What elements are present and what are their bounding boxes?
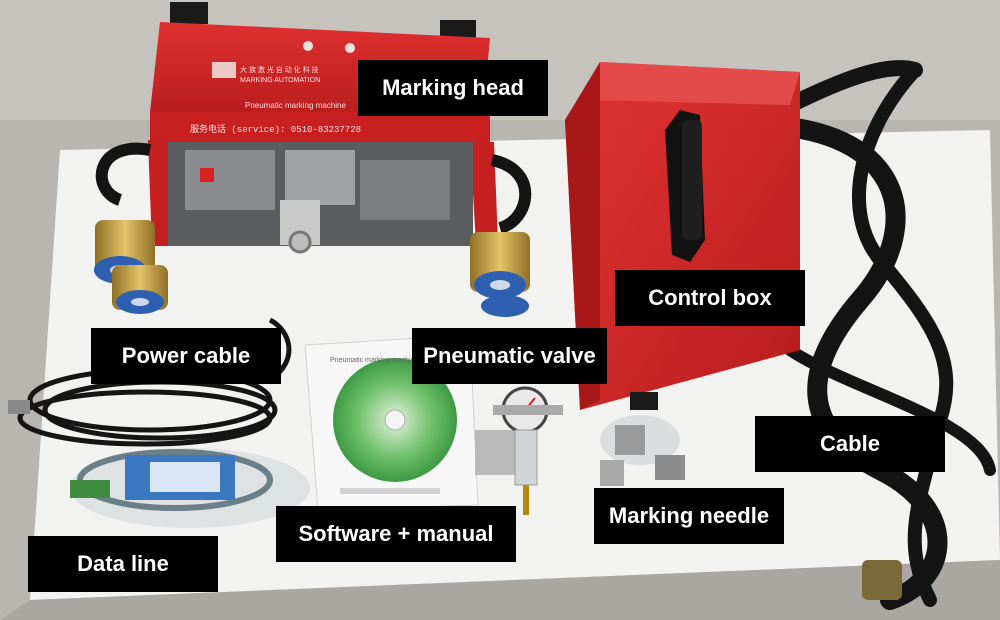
label-cable: Cable [755,416,945,472]
label-marking-head: Marking head [358,60,548,116]
label-control-box: Control box [615,270,805,326]
label-data-line: Data line [28,536,218,592]
label-pneumatic-valve: Pneumatic valve [412,328,607,384]
label-software-manual: Software + manual [276,506,516,562]
label-power-cable: Power cable [91,328,281,384]
cd-title-text: Pneumatic marking machine [330,357,418,364]
power-plug [8,400,30,414]
cable-connector [862,560,902,600]
marking-needle-parts [600,415,685,486]
control-cable [730,60,996,610]
svg-text:MARKING AUTOMATION: MARKING AUTOMATION [240,77,320,84]
data-line-package [70,448,310,528]
label-marking-needle: Marking needle [594,488,784,544]
pneumatic-valve-device [475,386,563,515]
svg-text:大 族 激 光 自 动 化 科 技: 大 族 激 光 自 动 化 科 技 [240,65,319,74]
panel-label-text: Pneumatic marking machine [245,101,346,110]
panel-service-text: 服务电话 (service): 0510-83237728 [190,123,361,135]
